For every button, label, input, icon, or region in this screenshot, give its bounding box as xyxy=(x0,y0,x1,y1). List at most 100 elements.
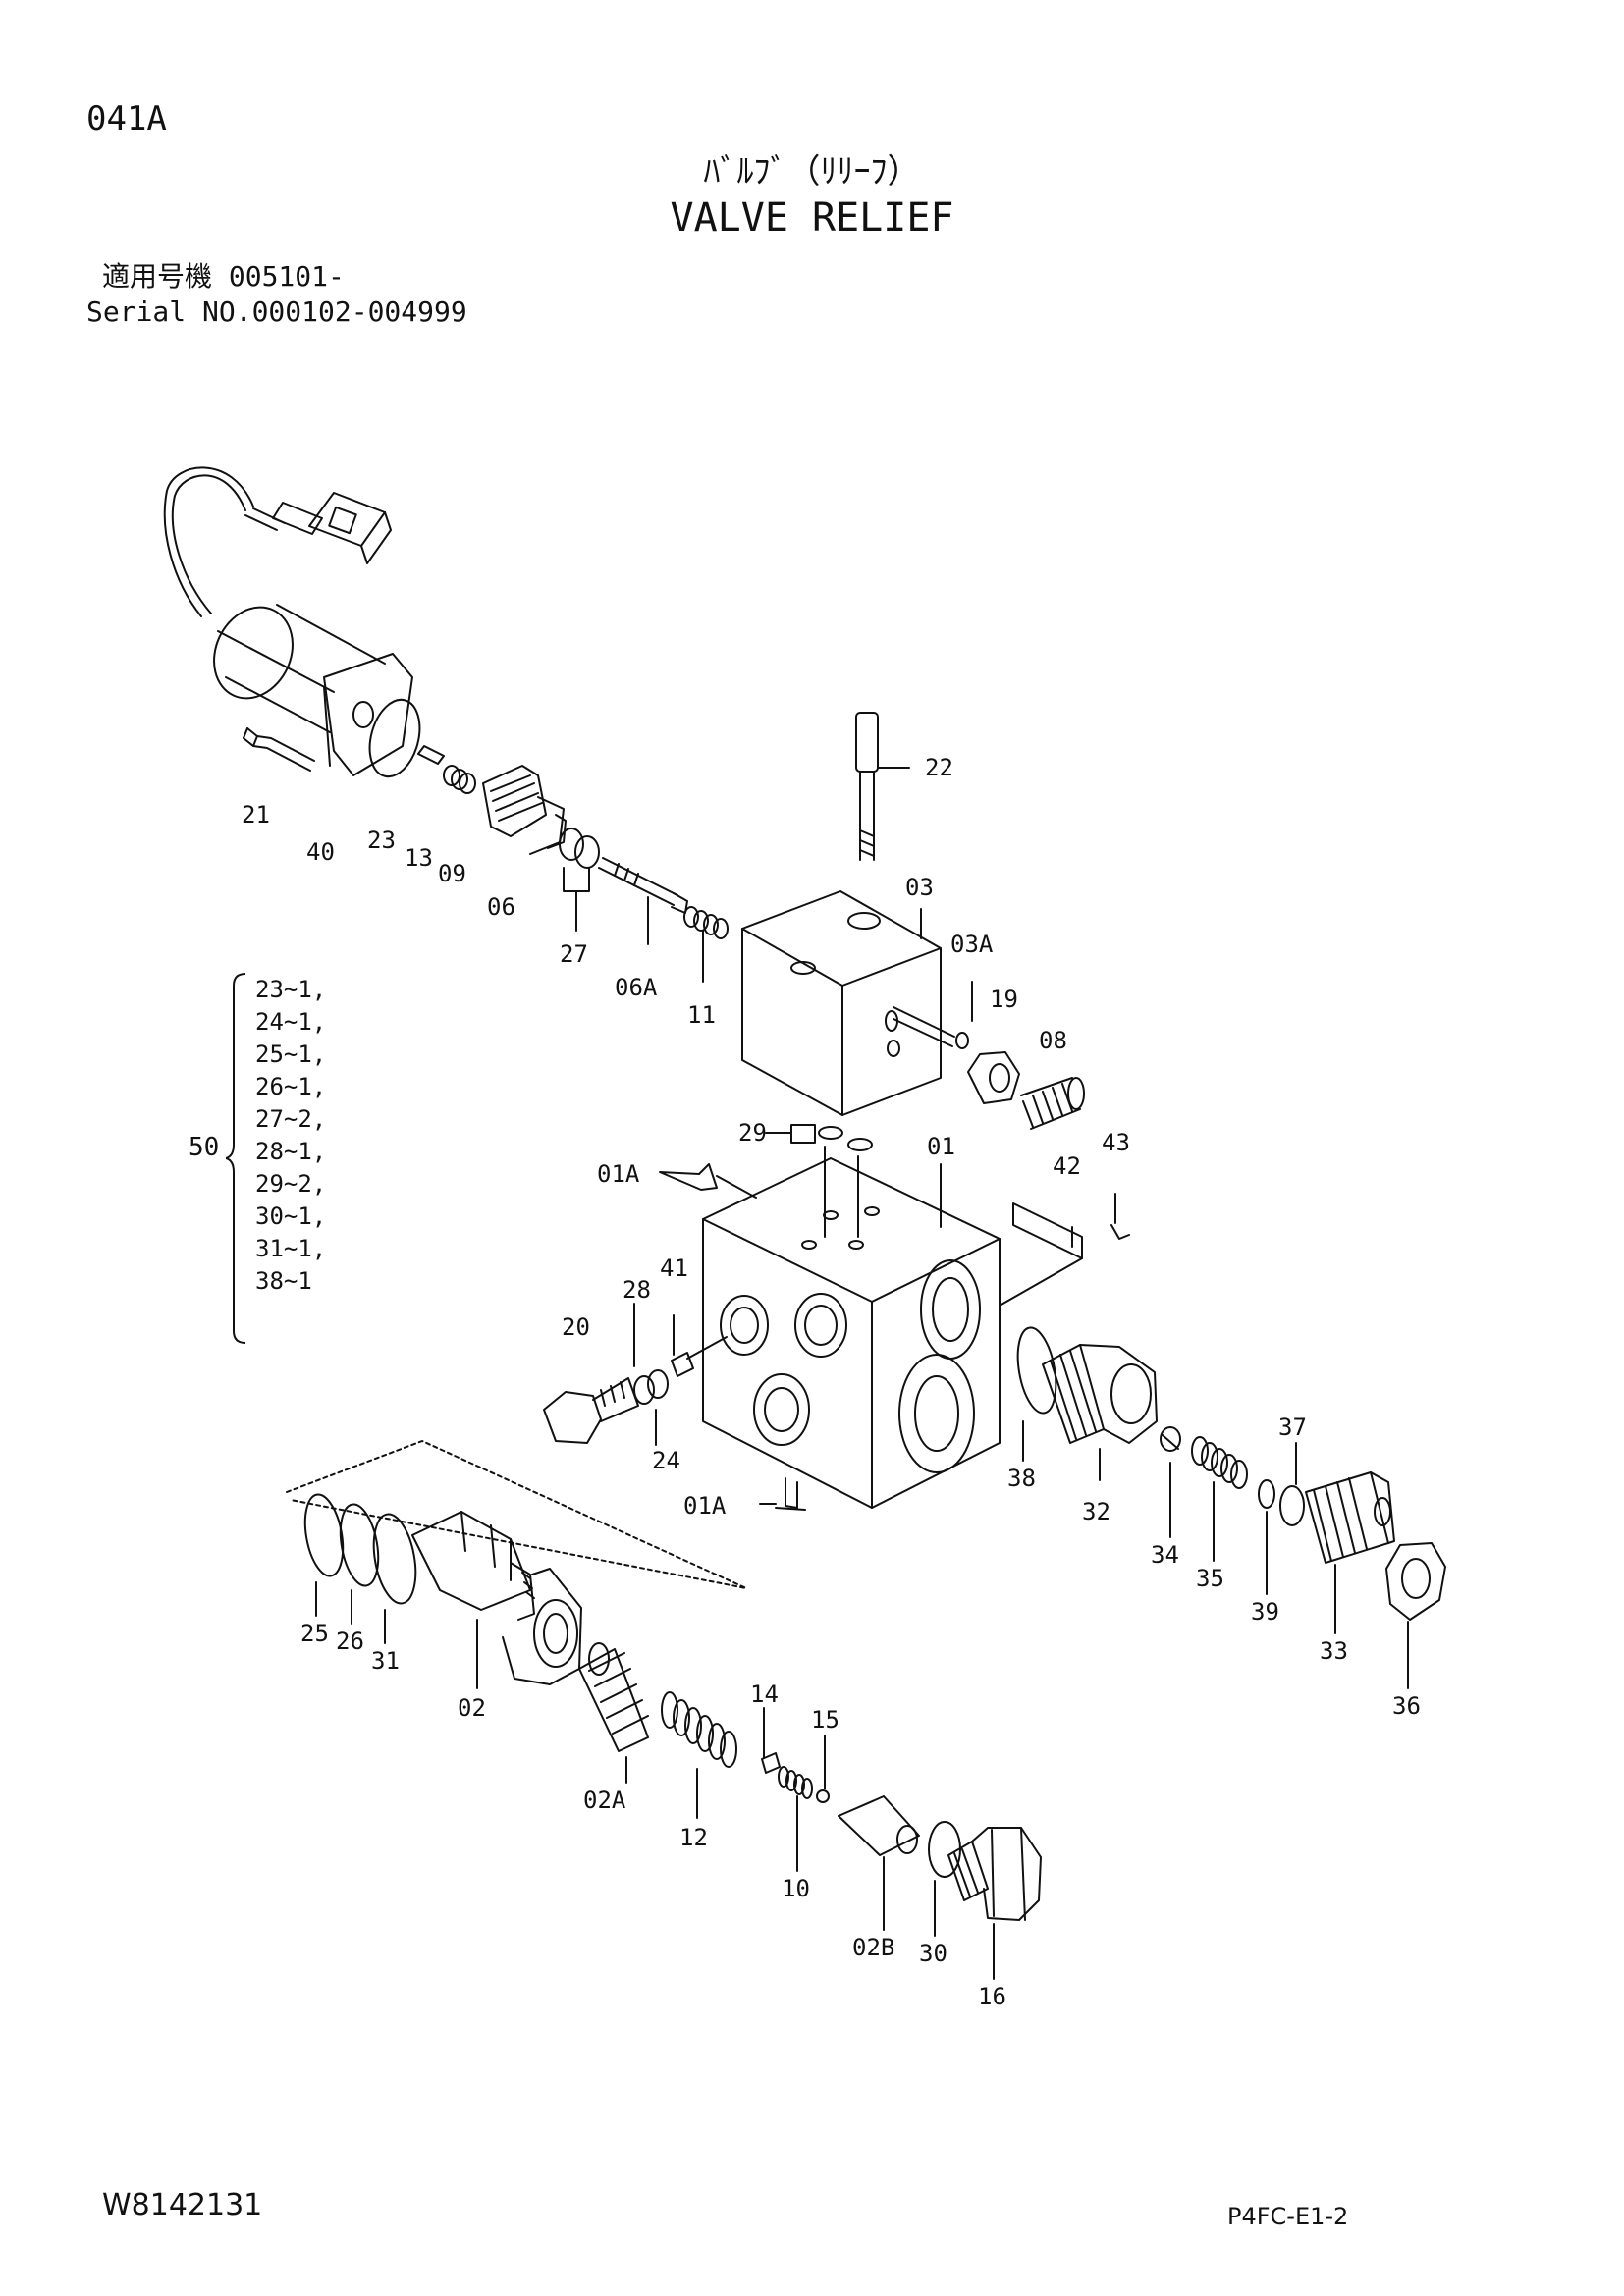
kit-item: 30~1, xyxy=(255,1202,327,1230)
callout-01A-bottom: 01A xyxy=(683,1492,727,1520)
callout-06: 06 xyxy=(487,893,515,921)
callout-08: 08 xyxy=(1039,1027,1067,1054)
part-12-spring xyxy=(661,1691,737,1768)
part-13-pin xyxy=(417,745,445,765)
part-41-seat xyxy=(671,1314,728,1377)
callout-15: 15 xyxy=(811,1706,839,1734)
callout-22: 22 xyxy=(925,754,953,781)
part-08-plug xyxy=(1020,1077,1085,1130)
part-33-adjuster xyxy=(1305,1471,1395,1564)
part-22-bolt xyxy=(855,712,910,861)
part-03-block xyxy=(741,890,942,1116)
part-01A-screw-bottom xyxy=(759,1477,806,1511)
part-35-spring xyxy=(1191,1436,1248,1489)
callout-06A: 06A xyxy=(615,974,658,1001)
part-42-plate xyxy=(999,1202,1083,1307)
kit-brace xyxy=(226,973,246,1344)
part-15-ball xyxy=(816,1789,830,1803)
callout-42: 42 xyxy=(1053,1152,1081,1180)
part-30-o-ring xyxy=(928,1821,961,1878)
title-japanese: ﾊﾞﾙﾌﾞ（ﾘﾘｰﾌ） xyxy=(703,152,921,191)
callout-12: 12 xyxy=(679,1824,708,1851)
part-34-poppet xyxy=(1160,1426,1181,1452)
callout-28: 28 xyxy=(623,1276,651,1304)
serial-range-english: Serial NO.000102-004999 xyxy=(86,295,467,328)
callout-11: 11 xyxy=(687,1001,716,1029)
title-english: VALVE RELIEF xyxy=(670,195,954,240)
callout-29: 29 xyxy=(738,1119,767,1147)
callout-23: 23 xyxy=(367,827,396,854)
part-11-spring xyxy=(683,906,729,983)
part-21-bolt xyxy=(243,727,315,772)
kit-item: 38~1 xyxy=(255,1267,312,1295)
part-43-screw xyxy=(1110,1224,1130,1240)
serial-range-japanese: 適用号機 005101- xyxy=(102,260,345,293)
part-16-plug xyxy=(947,1827,1042,1921)
part-10-spring xyxy=(778,1766,813,1799)
callout-02A: 02A xyxy=(583,1787,626,1814)
kit-contents-list: 23~1, 24~1, 25~1, 26~1, 27~2, 28~1, 29~2… xyxy=(255,974,326,1298)
part-28-o-ring xyxy=(633,1375,655,1405)
callout-02B: 02B xyxy=(852,1934,894,1961)
callout-43: 43 xyxy=(1102,1129,1130,1156)
kit-item: 28~1, xyxy=(255,1138,327,1165)
part-32-cartridge xyxy=(1042,1344,1158,1444)
callout-38: 38 xyxy=(1007,1465,1036,1492)
part-14-poppet xyxy=(761,1752,781,1774)
part-27-o-rings xyxy=(559,828,600,932)
part-09-spring xyxy=(443,765,476,794)
part-26-o-ring xyxy=(339,1503,380,1587)
callout-09: 09 xyxy=(438,860,466,887)
callout-labels: 21 40 23 13 09 06 27 06A 11 22 03 03A 19… xyxy=(242,754,1421,2010)
part-03A-pin xyxy=(893,981,973,1049)
callout-30: 30 xyxy=(919,1940,947,1967)
callout-03A: 03A xyxy=(950,931,994,958)
callout-24: 24 xyxy=(652,1447,680,1474)
callout-19: 19 xyxy=(990,986,1018,1013)
callout-37: 37 xyxy=(1278,1414,1307,1441)
kit-item: 24~1, xyxy=(255,1008,327,1036)
callout-35: 35 xyxy=(1196,1565,1224,1592)
part-20-plug xyxy=(543,1377,639,1444)
kit-item: 25~1, xyxy=(255,1041,327,1068)
part-19-nut xyxy=(967,1051,1020,1104)
callout-20: 20 xyxy=(562,1313,590,1341)
part-02A-sleeve xyxy=(578,1642,649,1752)
callout-36: 36 xyxy=(1392,1692,1421,1720)
kit-item: 23~1, xyxy=(255,976,327,1003)
part-02B-piston xyxy=(838,1795,920,1931)
callout-21: 21 xyxy=(242,801,270,828)
part-39-ring xyxy=(1258,1479,1275,1509)
callout-10: 10 xyxy=(782,1875,810,1902)
part-06-valve xyxy=(482,765,567,855)
part-38-o-ring xyxy=(1016,1326,1057,1415)
callout-03: 03 xyxy=(905,874,934,901)
callout-40: 40 xyxy=(306,838,335,866)
callout-01: 01 xyxy=(927,1133,955,1160)
callout-34: 34 xyxy=(1151,1541,1179,1569)
callout-13: 13 xyxy=(405,844,433,872)
callout-26: 26 xyxy=(336,1628,364,1655)
page-code: 041A xyxy=(86,99,167,138)
callout-31: 31 xyxy=(371,1647,400,1675)
part-31-o-ring xyxy=(372,1513,417,1605)
kit-reference-number: 50 xyxy=(189,1133,220,1162)
callout-41: 41 xyxy=(660,1255,688,1282)
callout-32: 32 xyxy=(1082,1498,1110,1525)
kit-item: 27~2, xyxy=(255,1105,327,1133)
sheet-code: P4FC-E1-2 xyxy=(1227,2203,1349,2230)
part-02-valve-body xyxy=(411,1511,582,1685)
callout-02: 02 xyxy=(458,1694,486,1722)
kit-item: 29~2, xyxy=(255,1170,327,1198)
kit-item: 26~1, xyxy=(255,1073,327,1100)
solenoid-assembly xyxy=(163,466,413,776)
part-23-o-ring xyxy=(368,698,421,778)
kit-item: 31~1, xyxy=(255,1235,327,1262)
callout-33: 33 xyxy=(1320,1637,1348,1665)
part-06A-spool xyxy=(598,857,688,945)
part-24-o-ring xyxy=(647,1369,669,1399)
part-37-o-ring xyxy=(1279,1485,1305,1526)
callout-14: 14 xyxy=(750,1681,779,1708)
callout-01A-top: 01A xyxy=(597,1160,640,1188)
